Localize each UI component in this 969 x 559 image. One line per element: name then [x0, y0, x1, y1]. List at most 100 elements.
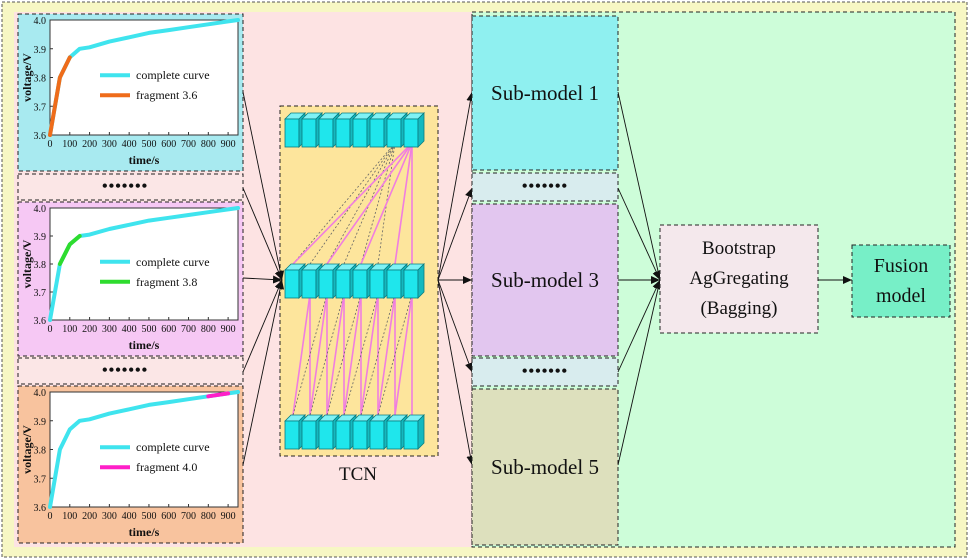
submodel-ellipsis-box-2 — [471, 357, 619, 387]
chart-1-xtick-label: 600 — [161, 139, 176, 150]
chart-1-xtick-label: 0 — [48, 139, 53, 150]
tcn-label: TCN — [339, 464, 377, 485]
chart-2-xtick-label: 900 — [221, 324, 236, 335]
tcn-layer-1-cube-front — [335, 118, 351, 148]
chart-1-ytick-label: 3.7 — [34, 102, 47, 113]
chart-3-xtick-label: 0 — [48, 511, 53, 522]
tcn-layer-3-cube-front — [369, 420, 385, 450]
chart-3-xtick-label: 800 — [201, 511, 216, 522]
submodel-output-arrow — [617, 91, 662, 281]
tcn-pink-link — [360, 293, 379, 416]
chart-2-fragment-line — [57, 234, 82, 266]
chart-3-xtick-label: 500 — [141, 511, 156, 522]
input-arrow — [242, 91, 285, 281]
chart-3-ytick-label: 4.0 — [34, 388, 47, 399]
tcn-layer-2-cube-front — [301, 269, 317, 299]
chart-3-xtick-label: 200 — [82, 511, 97, 522]
chart-2-legend-fragment-label: fragment 3.8 — [136, 275, 197, 289]
chart-3-legend-complete-label: complete curve — [136, 440, 210, 454]
tcn-layer-2-cube-front — [335, 269, 351, 299]
submodel-output-arrow — [617, 279, 661, 373]
chart-2-xtick-label: 600 — [161, 324, 176, 335]
tcn-layer-1-cube-front — [403, 118, 419, 148]
chart-2-xtick-label: 100 — [62, 324, 77, 335]
chart-2-ytick-label: 3.9 — [34, 232, 47, 243]
chart-1-xtick-label: 700 — [181, 139, 196, 150]
chart-2-ytick-label: 3.8 — [34, 260, 47, 271]
chart-1-xtick-label: 800 — [201, 139, 216, 150]
bagging-line-1: Bootstrap — [702, 238, 776, 259]
chart-2-xtick-label: 400 — [122, 324, 137, 335]
bagging-label: Bootstrap AgGregating (Bagging) — [660, 225, 818, 333]
submodel-output-arrow — [617, 279, 662, 466]
chart-1-legend-fragment-label: fragment 3.6 — [136, 88, 197, 102]
tcn-layer-2-cube-front — [352, 269, 368, 299]
chart-2-plot-area — [49, 207, 239, 321]
tcn-output-arrow — [437, 91, 475, 281]
chart-3-xtick-label: 400 — [122, 511, 137, 522]
submodel-3-box — [471, 203, 619, 357]
input-arrow — [242, 279, 285, 466]
chart-1-legend-complete-label: complete curve — [136, 68, 210, 82]
chart-3-ylabel: voltage/V — [20, 425, 34, 474]
fusion-box — [851, 244, 951, 318]
chart-1-ytick-label: 4.0 — [34, 16, 47, 27]
chart-3-xtick-label: 900 — [221, 511, 236, 522]
tcn-layer-3-cube-front — [386, 420, 402, 450]
chart-1-xtick-label: 400 — [122, 139, 137, 150]
chart-3-ytick-label: 3.6 — [34, 503, 47, 514]
chart-2-xtick-label: 200 — [82, 324, 97, 335]
tcn-output-arrow — [437, 279, 473, 373]
chart-2-ytick-label: 3.7 — [34, 288, 47, 299]
bagging-box — [659, 224, 819, 334]
tcn-layer-2-cube-side — [417, 263, 425, 299]
tcn-layer-3-cube-front — [301, 420, 317, 450]
chart-1-xlabel: time/s — [129, 153, 160, 167]
submodel-1-label: Sub-model 1 — [491, 80, 599, 105]
chart-1-xtick-label: 900 — [221, 139, 236, 150]
left-ellipsis-1: ••••••• — [102, 178, 149, 195]
chart-3-xtick-label: 300 — [102, 511, 117, 522]
chart-3-fragment-line — [206, 391, 231, 399]
tcn-layer-3-cube-front — [318, 420, 334, 450]
tcn-dotted-link — [326, 293, 362, 416]
chart-1-ytick-label: 3.9 — [34, 45, 47, 56]
tcn-dotted-link — [377, 293, 413, 416]
chart-1-xtick-label: 500 — [141, 139, 156, 150]
chart-3-xtick-label: 700 — [181, 511, 196, 522]
bagging-line-3: (Bagging) — [700, 298, 778, 319]
chart-2-ytick-label: 3.6 — [34, 316, 47, 327]
tcn-pink-link — [343, 293, 362, 416]
tcn-layer-3-cube-front — [352, 420, 368, 450]
tcn-layer-1-cube-front — [284, 118, 300, 148]
chart-2-xlabel: time/s — [129, 338, 160, 352]
tcn-output-arrow — [437, 279, 475, 466]
chart-1-plot-area — [49, 19, 239, 136]
bagging-line-2: AgGregating — [689, 268, 789, 289]
submodel-3-label: Sub-model 3 — [491, 267, 599, 292]
tcn-pink-link — [326, 293, 345, 416]
input-arrow — [242, 187, 283, 281]
tcn-dotted-link — [343, 293, 379, 416]
chart-3-xtick-label: 600 — [161, 511, 176, 522]
tcn-layer-3-cube-front — [403, 420, 419, 450]
chart-3-plot-area — [49, 391, 239, 508]
tcn-layer-2-cube-front — [318, 269, 334, 299]
chart-2-xtick-label: 700 — [181, 324, 196, 335]
tcn-layer-3-cube-front — [284, 420, 300, 450]
tcn-layer-1-cube-front — [352, 118, 368, 148]
chart-2-xtick-label: 800 — [201, 324, 216, 335]
chart-2-ylabel: voltage/V — [20, 239, 34, 288]
chart-2-ytick-label: 4.0 — [34, 204, 47, 215]
chart-3-legend-fragment-label: fragment 4.0 — [136, 460, 197, 474]
input-arrow — [242, 275, 283, 284]
submodel-ellipsis-box-1 — [471, 172, 619, 202]
submodel-ellipsis-2: ••••••• — [521, 363, 569, 380]
tcn-layer-1-cube-front — [386, 118, 402, 148]
tcn-dotted-link — [309, 293, 345, 416]
chart-2-xtick-label: 500 — [141, 324, 156, 335]
left-ellipsis-2: ••••••• — [102, 362, 149, 379]
tcn-layer-1-cube-side — [417, 112, 425, 148]
tcn-dotted-link — [326, 142, 396, 265]
